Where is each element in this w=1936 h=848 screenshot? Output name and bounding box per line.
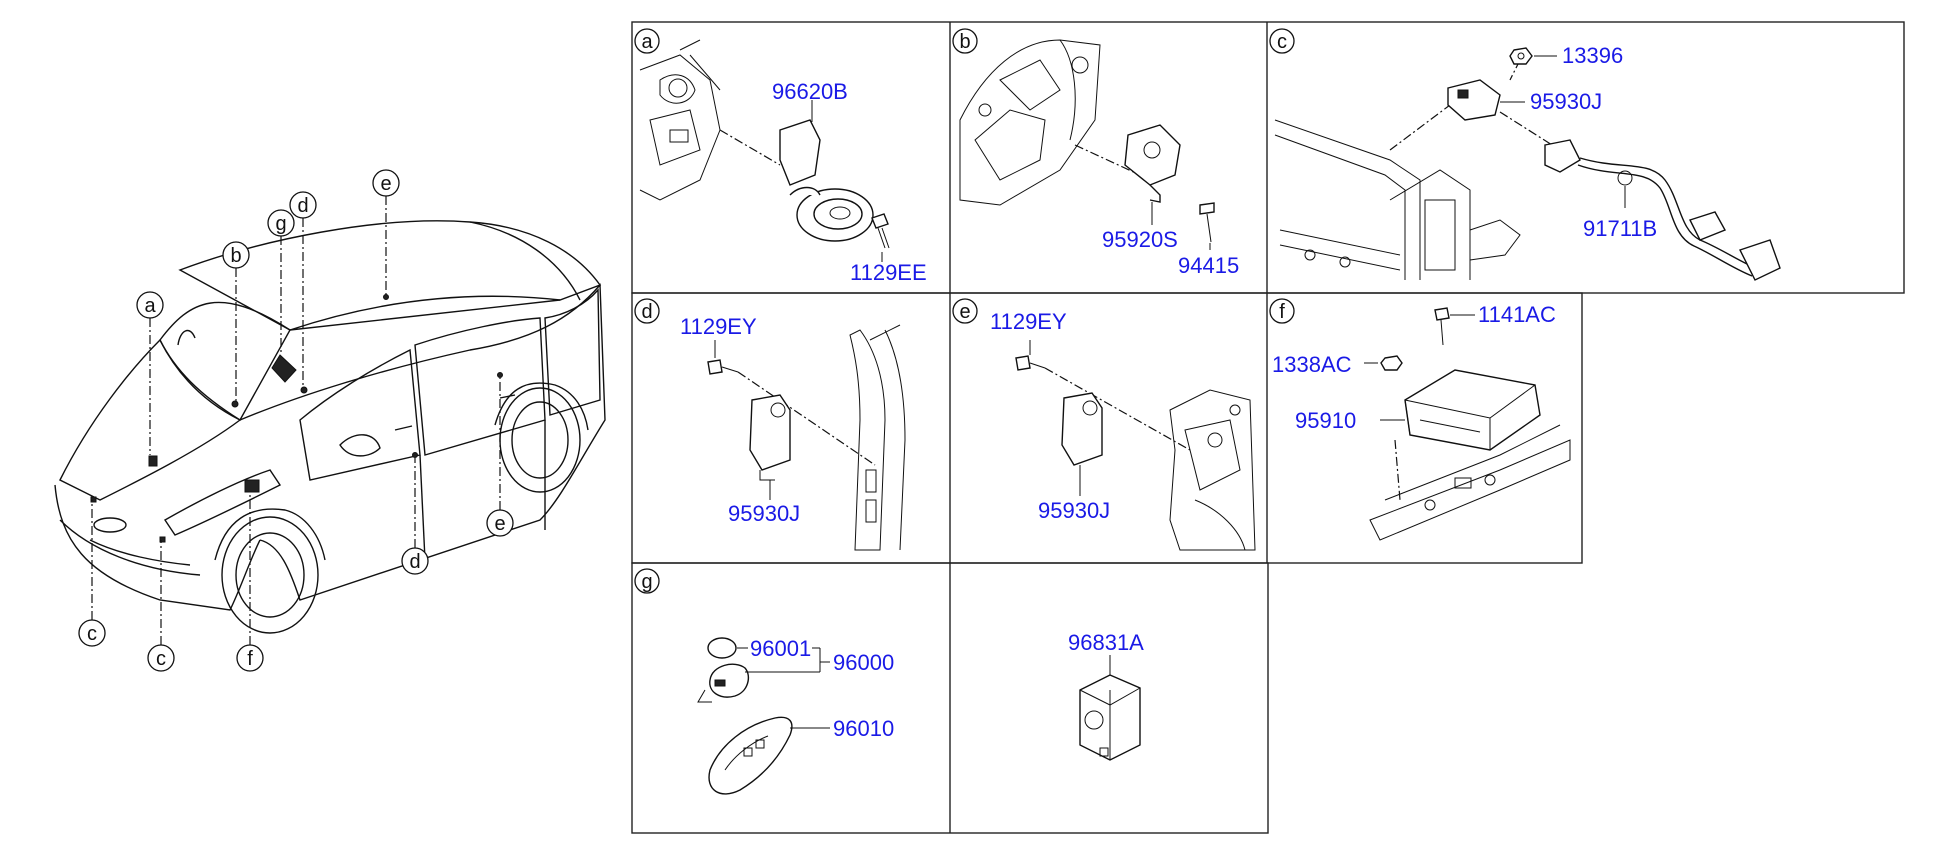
sensor-96831A — [1079, 674, 1141, 761]
panel-c: c — [1269, 28, 1781, 281]
svg-text:g: g — [641, 571, 652, 593]
svg-text:c: c — [87, 623, 97, 645]
sensor-95930J-c — [1447, 79, 1501, 121]
car-sensor-marks — [90, 294, 503, 543]
car-callout-a: a — [136, 291, 164, 319]
car-callout-e-top: e — [372, 169, 400, 197]
pn-96001: 96001 — [750, 636, 811, 661]
screw-1129EY-d — [707, 359, 739, 375]
key-case-96010 — [708, 716, 793, 795]
b-pillar — [849, 324, 906, 551]
panel-a: a 96620B 1129EE — [634, 28, 927, 285]
svg-text:b: b — [959, 31, 970, 53]
pn-95930J-e: 95930J — [1038, 498, 1110, 523]
c-pillar-structure — [1169, 389, 1256, 551]
harness-91711B — [1544, 139, 1781, 281]
car-callout-c-left: c — [78, 619, 106, 647]
pn-95930J-c: 95930J — [1530, 89, 1602, 114]
airbag-module-95910 — [1404, 369, 1541, 451]
battery-96001 — [707, 637, 737, 659]
sensor-95930J-e — [1061, 392, 1103, 466]
panel-h: 96831A — [1068, 630, 1144, 761]
pn-1141AC: 1141AC — [1478, 302, 1556, 327]
pn-95930J-d: 95930J — [728, 501, 800, 526]
car-callout-c-mid: c — [147, 644, 175, 672]
pn-1129EE: 1129EE — [850, 260, 927, 285]
svg-text:e: e — [494, 513, 505, 535]
smart-key-96000 — [697, 663, 750, 703]
horn-part — [779, 119, 874, 242]
pn-1129EY-e: 1129EY — [990, 309, 1067, 334]
panel-g: g 96001 96000 96010 — [634, 568, 894, 795]
svg-text:d: d — [409, 551, 420, 573]
svg-text:f: f — [1279, 301, 1285, 323]
svg-text:b: b — [230, 245, 241, 267]
car-overview: a b g d e e d c — [54, 169, 606, 672]
svg-text:a: a — [641, 31, 653, 53]
car-body-outline — [54, 220, 606, 634]
screw-1129EY-e — [1015, 355, 1046, 371]
pn-96010: 96010 — [833, 716, 894, 741]
pn-91711B: 91711B — [1583, 216, 1657, 241]
pn-95910: 95910 — [1295, 408, 1356, 433]
panel-e: e 1129EY 95930J — [952, 298, 1256, 551]
panel-b: b 95920S 94415 — [952, 28, 1239, 278]
panel-grid — [631, 21, 1905, 834]
pn-95920S: 95920S — [1102, 227, 1178, 252]
bolt-part — [871, 213, 890, 249]
svg-text:e: e — [959, 301, 970, 323]
panel-b-door-structure — [959, 39, 1101, 206]
car-callout-e-side: e — [486, 509, 514, 537]
panel-d: d 1129EY 95930J — [634, 298, 906, 551]
pn-1338AC: 1338AC — [1272, 352, 1352, 377]
panel-f: f 1141AC 1338AC 95910 — [1269, 298, 1571, 541]
pn-96831A: 96831A — [1068, 630, 1144, 655]
panel-c-radiator-support — [1274, 119, 1521, 280]
car-callout-f: f — [236, 644, 264, 672]
screw-94415 — [1199, 202, 1215, 243]
pn-1129EY-d: 1129EY — [680, 314, 757, 339]
floor-crossmember — [1369, 424, 1571, 541]
nut-1338AC — [1380, 355, 1403, 371]
svg-text:c: c — [1277, 31, 1287, 53]
svg-text:d: d — [297, 195, 308, 217]
car-leader-lines — [91, 196, 501, 645]
svg-text:c: c — [156, 648, 166, 670]
pn-94415: 94415 — [1178, 253, 1239, 278]
car-callout-d-top: d — [289, 191, 317, 219]
pn-96000: 96000 — [833, 650, 894, 675]
pn-96620B: 96620B — [772, 79, 848, 104]
svg-text:a: a — [144, 295, 156, 317]
sensor-95920S — [1124, 124, 1181, 203]
svg-text:f: f — [247, 648, 253, 670]
car-callout-g: g — [267, 209, 295, 237]
sensor-95930J-d — [749, 394, 791, 481]
nut-13396 — [1509, 47, 1533, 65]
panel-a-body-structure — [639, 39, 721, 201]
car-callout-b: b — [222, 241, 250, 269]
svg-text:e: e — [380, 173, 391, 195]
svg-text:g: g — [275, 213, 286, 235]
pn-13396: 13396 — [1562, 43, 1623, 68]
svg-text:d: d — [641, 301, 652, 323]
bolt-1141AC — [1434, 307, 1450, 346]
car-callout-d-bottom: d — [401, 547, 429, 575]
